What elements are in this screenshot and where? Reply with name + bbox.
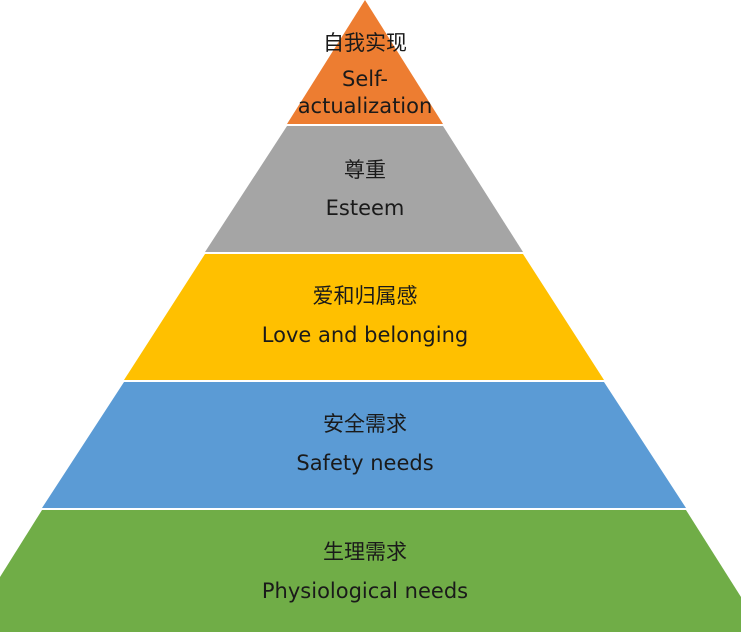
tier-love-and-belonging-zh-label: 爱和归属感 xyxy=(313,284,418,308)
tier-physiological-needs-zh-label: 生理需求 xyxy=(323,540,407,564)
tier-safety-needs-en-label: Safety needs xyxy=(296,451,433,475)
tier-self-actualization-en-label-line2: actualization xyxy=(298,94,433,118)
tier-love-and-belonging: 爱和归属感 Love and belonging xyxy=(124,254,604,380)
tier-self-actualization: 自我实现 Self- actualization xyxy=(287,0,443,124)
tier-esteem-shape xyxy=(205,126,523,252)
tier-love-and-belonging-shape xyxy=(124,254,604,380)
tier-physiological-needs-shape xyxy=(0,510,741,632)
tier-safety-needs-zh-label: 安全需求 xyxy=(323,412,407,436)
tier-esteem-zh-label: 尊重 xyxy=(344,158,386,182)
tier-safety-needs: 安全需求 Safety needs xyxy=(42,382,686,508)
tier-self-actualization-zh-label: 自我实现 xyxy=(323,31,407,55)
tier-self-actualization-en-label-line1: Self- xyxy=(342,67,388,91)
tier-physiological-needs: 生理需求 Physiological needs xyxy=(0,510,741,632)
tier-physiological-needs-en-label: Physiological needs xyxy=(262,579,468,603)
tier-safety-needs-shape xyxy=(42,382,686,508)
tier-esteem: 尊重 Esteem xyxy=(205,126,523,252)
tier-love-and-belonging-en-label: Love and belonging xyxy=(262,323,468,347)
tier-esteem-en-label: Esteem xyxy=(326,196,405,220)
tier-self-actualization-shape xyxy=(287,0,443,124)
